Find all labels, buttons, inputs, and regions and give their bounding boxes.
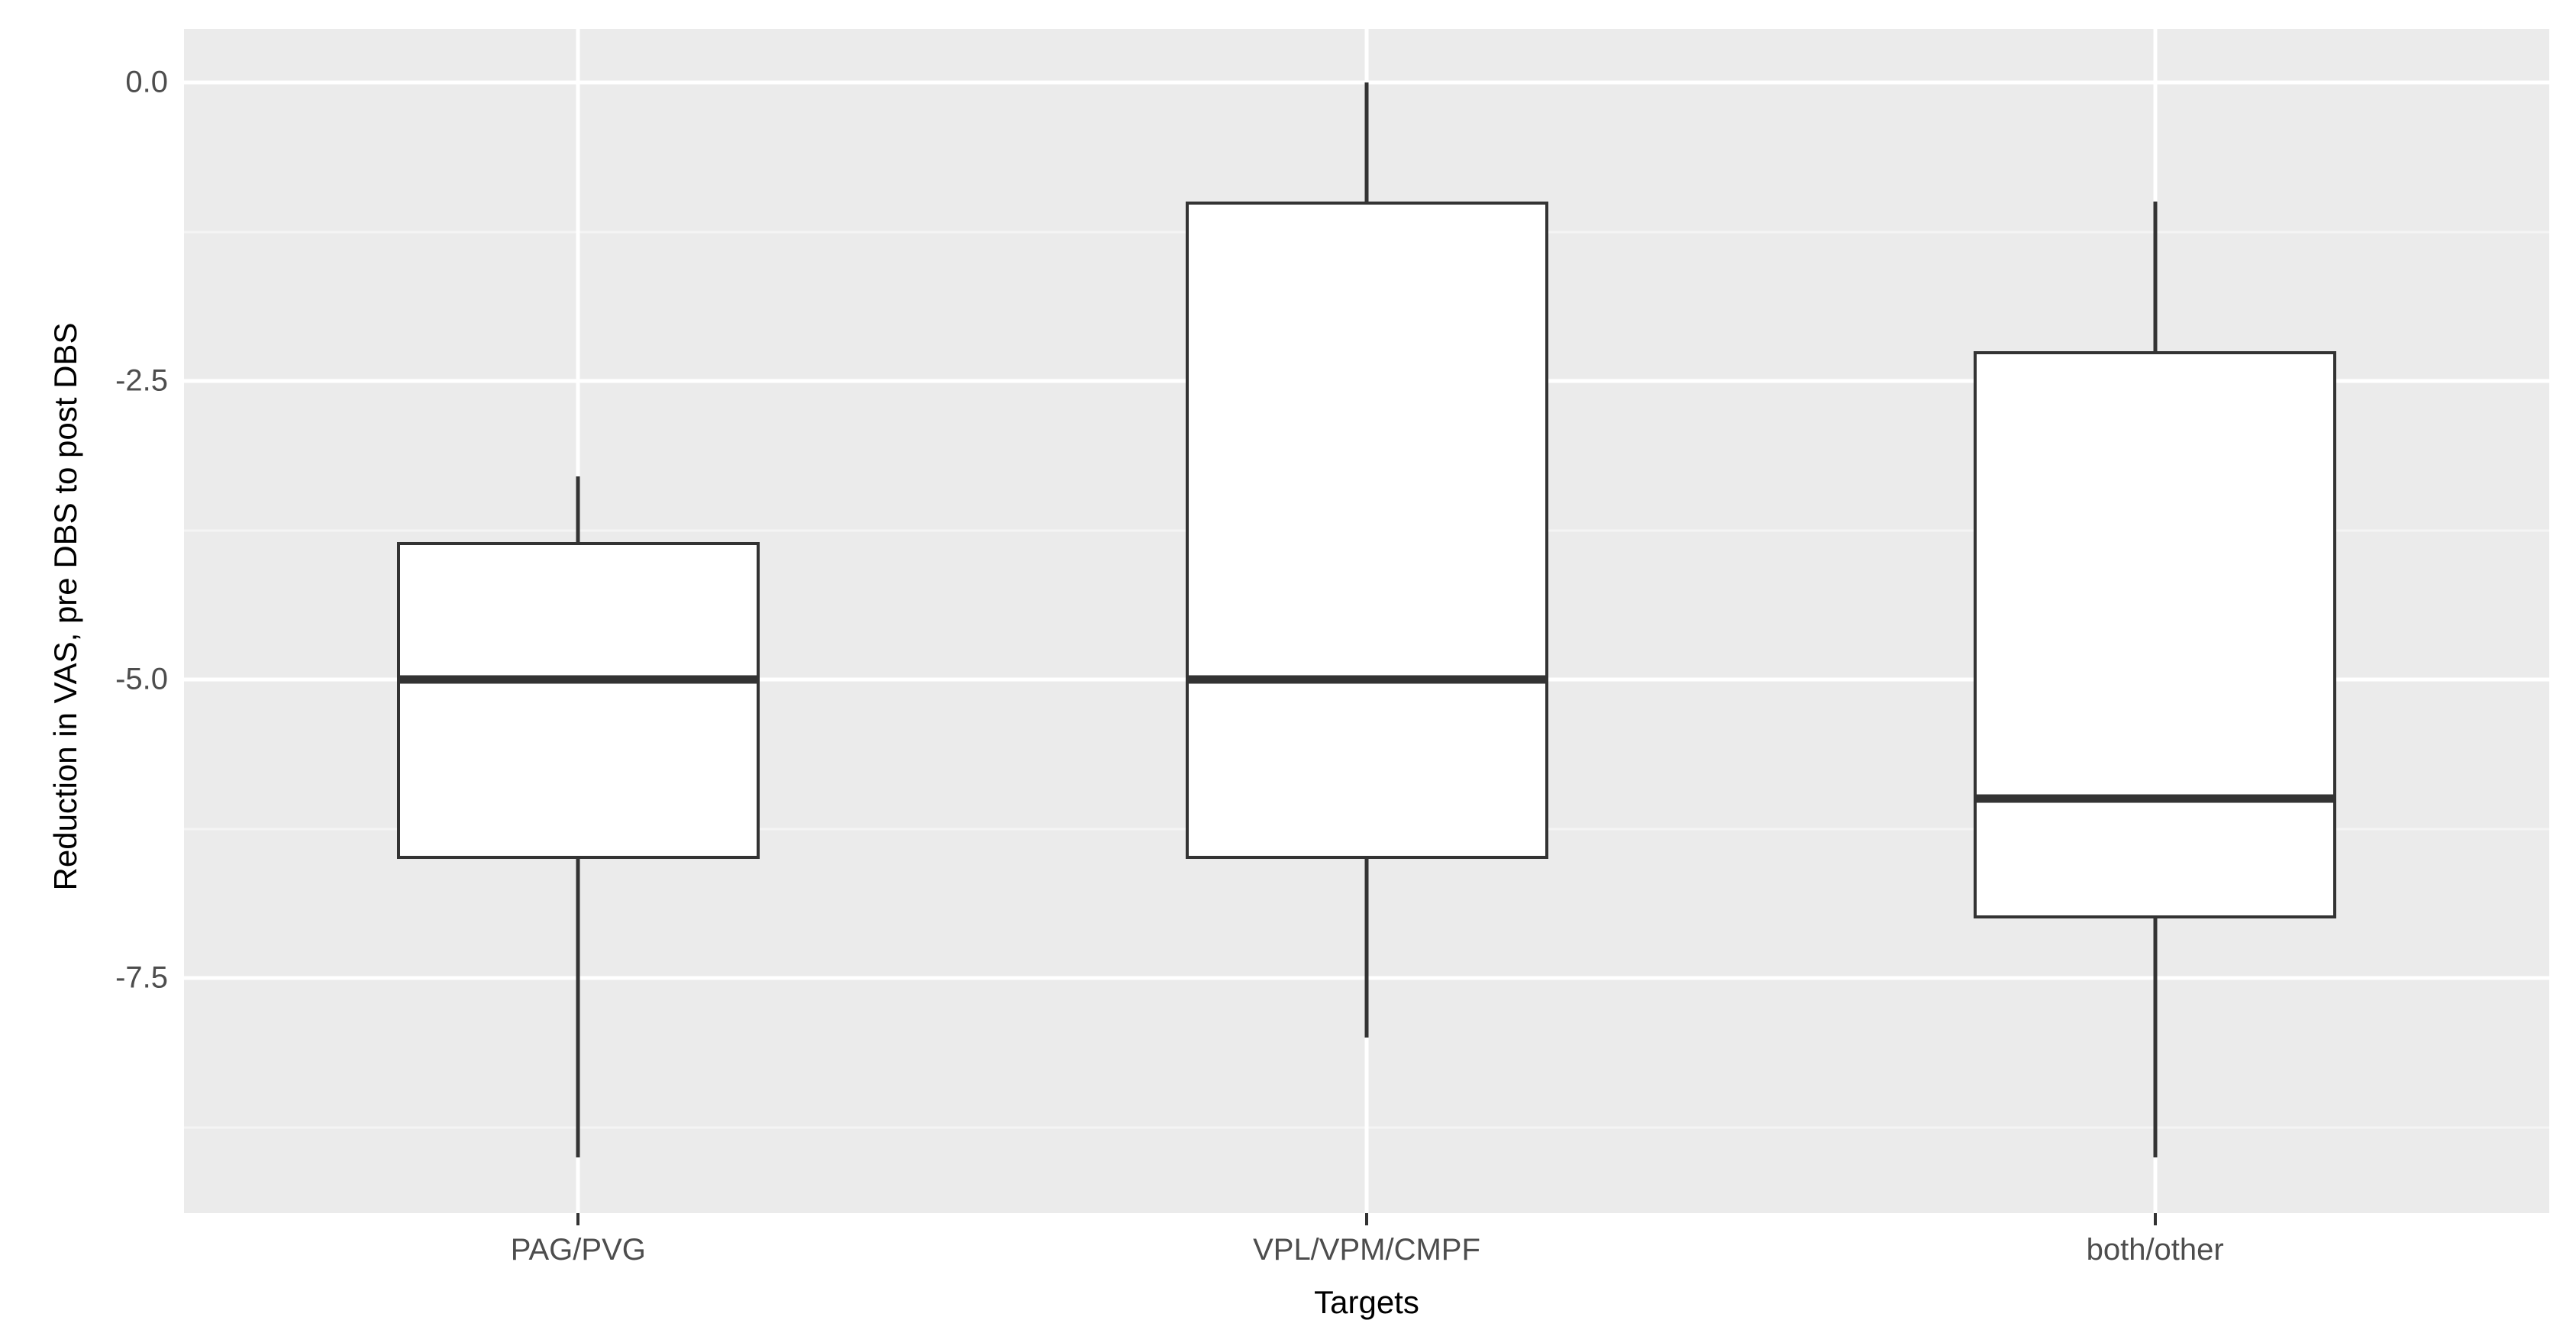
x-tick-mark [2153, 1213, 2157, 1225]
box-PAG/PVG [396, 542, 760, 859]
y-axis-ticks: 0.0 -2.5 -5.0 -7.5 [46, 0, 229, 1333]
box-both/other [1974, 350, 2337, 918]
plot-panel [184, 29, 2549, 1213]
whisker-lower [1364, 858, 1369, 1038]
y-tick-label: -2.5 [115, 363, 168, 398]
y-tick-label: 0.0 [125, 65, 168, 99]
x-axis-title: Targets [1314, 1284, 1419, 1320]
x-tick-label-VPL/VPM/CMPF: VPL/VPM/CMPF [1253, 1233, 1480, 1267]
whisker-upper [1364, 82, 1369, 202]
box-VPL/VPM/CMPF [1185, 202, 1548, 859]
x-tick-mark [1365, 1213, 1368, 1225]
whisker-upper [2153, 202, 2158, 351]
median-line [1185, 675, 1548, 684]
whisker-lower [576, 858, 580, 1157]
x-tick-label-both/other: both/other [2086, 1233, 2224, 1267]
whisker-lower [2153, 918, 2158, 1157]
y-tick-label: -5.0 [115, 662, 168, 696]
median-line [396, 675, 760, 684]
y-tick-label: -7.5 [115, 960, 168, 995]
median-line [1974, 794, 2337, 803]
whisker-upper [576, 476, 580, 543]
x-tick-mark [576, 1213, 580, 1225]
x-tick-label-PAG/PVG: PAG/PVG [510, 1233, 646, 1267]
